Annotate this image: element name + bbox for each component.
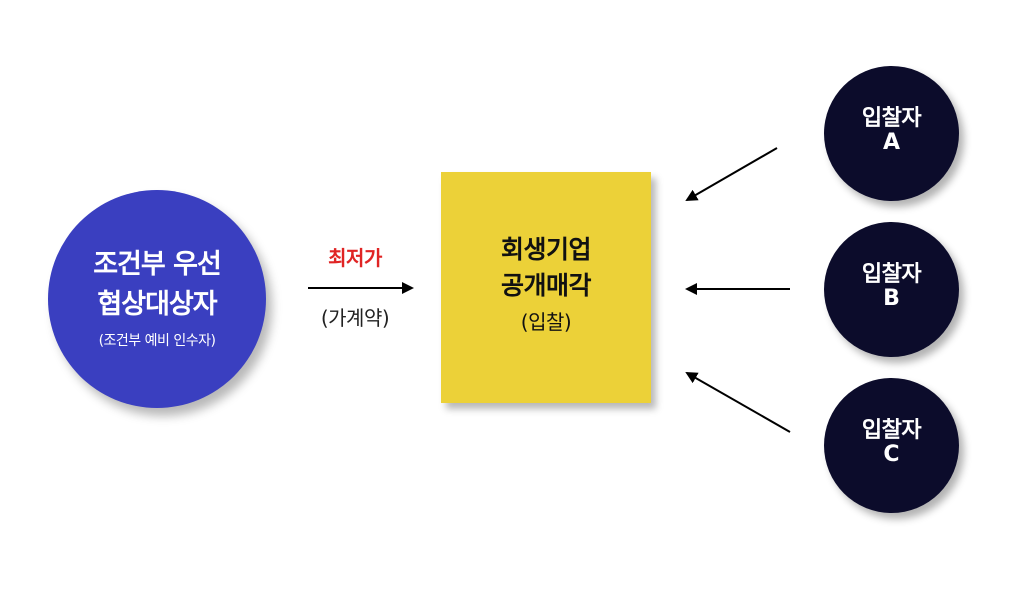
bidder-node-c: 입찰자 C: [824, 378, 959, 513]
bidder-b-label: 입찰자: [861, 262, 922, 287]
negotiator-subtitle: (조건부 예비 인수자): [98, 333, 216, 349]
arrow-bidder-a-to-auction: [685, 147, 778, 202]
auction-node: 회생기업 공개매각 (입찰): [441, 172, 651, 403]
bidder-node-a: 입찰자 A: [824, 66, 959, 201]
contract-type-label: (가계약): [320, 306, 390, 330]
contract-price-label: 최저가: [328, 246, 382, 270]
bidder-c-letter: C: [883, 442, 900, 467]
auction-subtitle: (입찰): [520, 310, 572, 334]
bidder-a-label: 입찰자: [861, 106, 922, 131]
arrow-bidder-c-to-auction: [685, 372, 791, 433]
bidder-c-label: 입찰자: [861, 418, 922, 443]
auction-title-line1: 회생기업: [500, 235, 592, 264]
bidder-a-letter: A: [882, 130, 901, 155]
negotiator-node: 조건부 우선 협상대상자 (조건부 예비 인수자): [48, 190, 266, 408]
bidder-node-b: 입찰자 B: [824, 222, 959, 357]
bidder-b-letter: B: [883, 286, 900, 311]
auction-title-line2: 공개매각: [500, 271, 592, 300]
negotiator-title-line1: 조건부 우선: [93, 249, 222, 280]
negotiator-title-line2: 협상대상자: [97, 289, 217, 320]
